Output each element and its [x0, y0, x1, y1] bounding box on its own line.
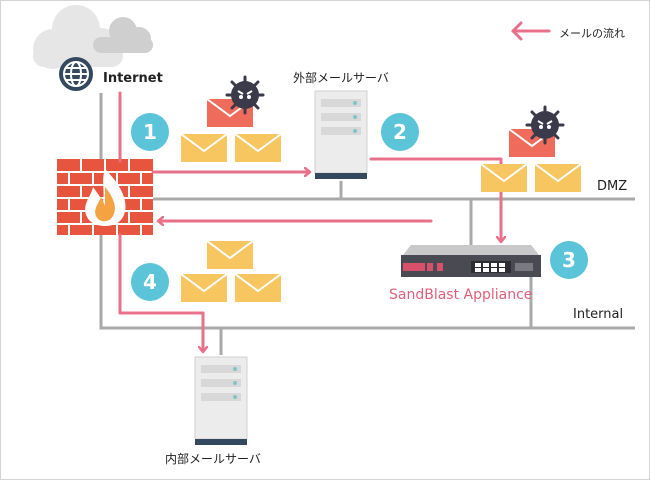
envelope-icon: [480, 163, 528, 192]
legend-label: メールの流れ: [559, 27, 625, 40]
network-lines: [99, 93, 635, 355]
envelope-icon: [234, 273, 282, 302]
step-badge-4: 4: [131, 263, 169, 301]
legend-arrow: [511, 21, 551, 41]
envelope-icons: [180, 133, 582, 302]
step-badge-3: 3: [550, 241, 588, 279]
globe-icon: [59, 57, 93, 91]
envelope-icon: [206, 240, 254, 269]
internal-mail-server-icon: [194, 356, 248, 445]
cloud-icon: [33, 5, 153, 69]
sandblast-appliance-icon: [401, 245, 541, 277]
external-mail-server-icon: [314, 90, 368, 179]
internal-label: Internal: [573, 307, 624, 322]
internal-mail-server-label: 内部メールサーバ: [165, 452, 261, 466]
virus-icon: [225, 75, 265, 115]
envelope-icon: [180, 133, 228, 162]
mail-flow: [118, 91, 501, 351]
envelope-icon: [234, 133, 282, 162]
firewall-icon: [57, 159, 153, 235]
internal-line: [99, 235, 635, 330]
envelope-icon: [534, 163, 582, 192]
external-mail-server-label: 外部メールサーバ: [293, 71, 389, 85]
flow-ext-server-to-sandblast: [369, 157, 501, 241]
virus-icon: [525, 105, 565, 145]
step-badge-1: 1: [131, 113, 169, 151]
envelope-icon: [180, 273, 228, 302]
internet-label: Internet: [103, 71, 163, 86]
step-badge-2: 2: [381, 113, 419, 151]
sandblast-label: SandBlast Appliance: [389, 287, 533, 303]
flow-firewall-to-int-server: [118, 233, 203, 351]
dmz-label: DMZ: [597, 179, 628, 194]
